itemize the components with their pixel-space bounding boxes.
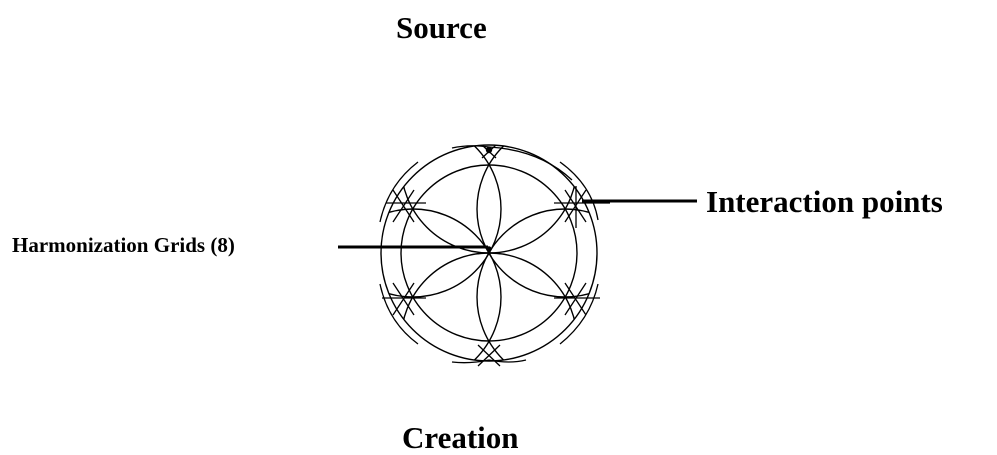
interaction-point-stars [382,144,610,367]
star-bottom [477,344,501,367]
flower-pattern [379,144,610,367]
arc-bottom-left [451,359,490,364]
arc-top-right [488,146,573,181]
interaction-points-label: Interaction points [706,184,943,219]
harmonization-grids-label: Harmonization Grids (8) [12,233,235,257]
petal-circle-lower-left [381,208,502,361]
creation-label: Creation [402,420,519,455]
star-upper-left [386,189,426,223]
star-upper-right [554,186,610,228]
arc-right-lower [559,283,599,345]
arc-right-upper [559,161,599,221]
arc-left-upper [379,161,419,223]
star-lower-left [382,282,426,316]
petal-circle-upper-left [381,145,502,298]
source-label: Source [396,10,487,45]
outer-arcs [379,145,599,364]
arc-bottom-right [488,359,527,363]
star-lower-right [554,282,600,316]
top-node-dot [485,146,493,154]
arc-top-left [451,145,490,149]
petal-circle-lower-right [476,208,597,361]
arc-left-lower [379,283,419,345]
outer-boundary-circle [380,144,598,362]
petal-circle-upper-right [476,145,597,298]
